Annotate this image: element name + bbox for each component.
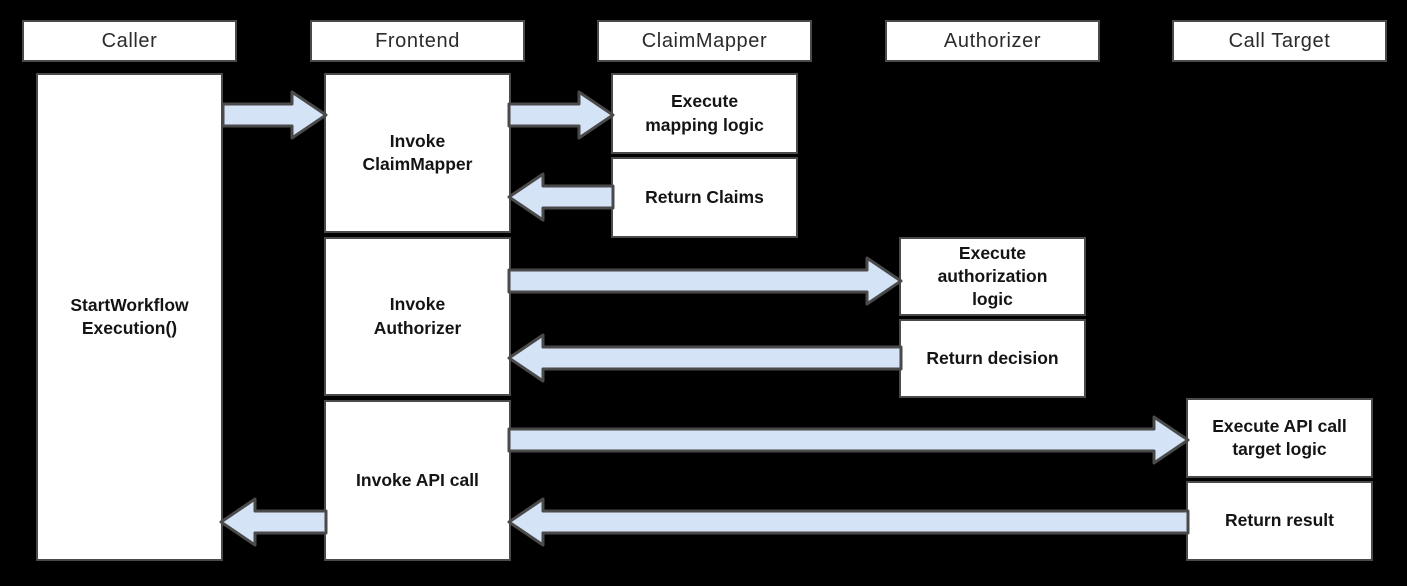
execute-api-call-target-box: Execute API call target logic [1186,398,1373,478]
arrow-frontend-to-claimmapper [507,90,615,140]
return-decision-label: Return decision [926,347,1059,368]
execute-mapping-logic-label: Execute mapping logic [645,91,764,135]
arrow-frontend-to-authorizer [507,256,903,306]
invoke-api-call-label: Invoke API call [356,469,479,490]
arrow-frontend-return-to-caller [219,497,328,547]
execute-authorization-logic-box: Execute authorization logic [899,237,1086,316]
invoke-authorizer-label: Invoke Authorizer [373,294,462,338]
arrow-frontend-to-calltarget [507,415,1190,465]
column-header-caller: Caller [22,20,237,62]
arrow-calltarget-return-to-frontend [507,497,1190,547]
return-claims-box: Return Claims [611,157,798,238]
execute-authorization-logic-label: Execute authorization logic [937,242,1048,310]
return-result-label: Return result [1225,510,1334,531]
column-header-authorizer: Authorizer [885,20,1100,62]
return-decision-box: Return decision [899,319,1086,398]
execute-mapping-logic-box: Execute mapping logic [611,73,798,154]
return-claims-label: Return Claims [645,186,764,207]
invoke-claimmapper-label: Invoke ClaimMapper [362,130,473,174]
caller-activation-label: StartWorkflow Execution() [70,294,189,338]
invoke-api-call-box: Invoke API call [324,400,511,561]
column-header-frontend: Frontend [310,20,525,62]
return-result-box: Return result [1186,481,1373,561]
execute-api-call-target-label: Execute API call target logic [1212,415,1347,459]
invoke-claimmapper-box: Invoke ClaimMapper [324,73,511,233]
arrow-authorizer-return-to-frontend [507,333,903,383]
arrow-claimmapper-return-to-frontend [507,172,615,222]
column-header-claimmapper: ClaimMapper [597,20,812,62]
arrow-caller-to-frontend [221,90,328,140]
invoke-authorizer-box: Invoke Authorizer [324,237,511,396]
caller-activation-box: StartWorkflow Execution() [36,73,223,561]
column-header-calltarget: Call Target [1172,20,1387,62]
